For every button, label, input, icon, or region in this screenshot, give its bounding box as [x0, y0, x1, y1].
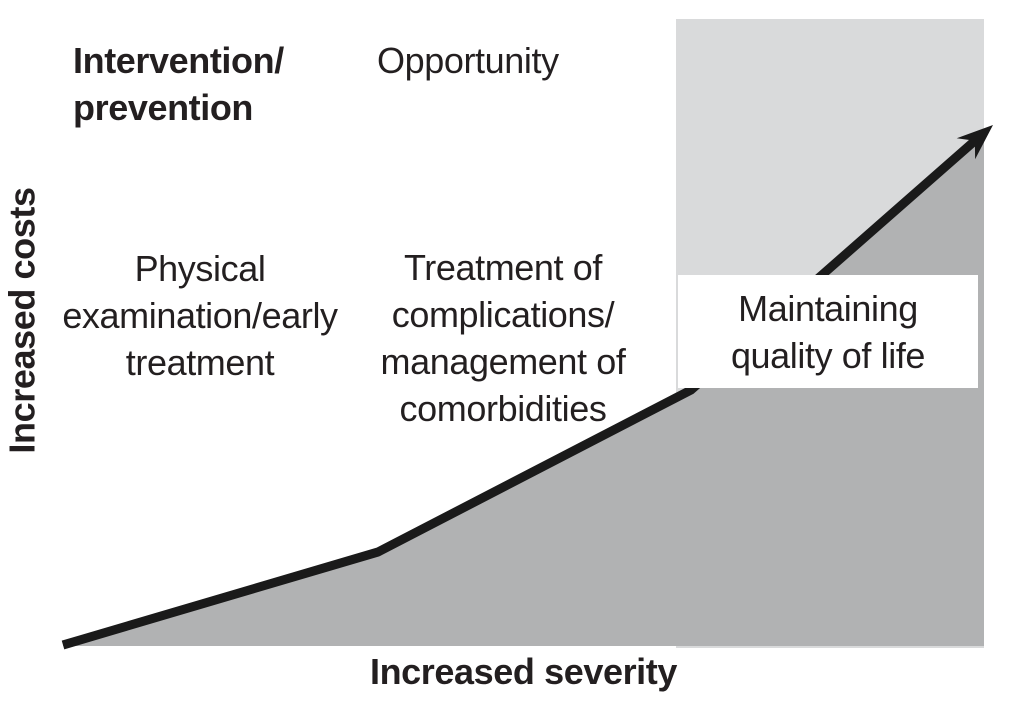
- y-axis-label: Increased costs: [1, 186, 43, 454]
- opportunity-label: Opportunity: [377, 40, 559, 81]
- y-axis-label-wrap: Increased costs: [0, 186, 50, 454]
- maintaining-quality-box: Maintaining quality of life: [678, 275, 978, 388]
- x-axis-label: Increased severity: [369, 651, 677, 692]
- intervention-prevention-label: Intervention/ prevention: [73, 40, 284, 128]
- stage-quality-of-life-label: Maintaining quality of life: [730, 287, 926, 376]
- cost-area-fill: [63, 134, 984, 646]
- cost-curve-line: [61, 134, 981, 650]
- stage-complications-label: Treatment of complications/ management o…: [380, 247, 626, 429]
- arrowhead-icon: [956, 125, 993, 160]
- stage-early-treatment-label: Physical examination/early treatment: [62, 248, 338, 383]
